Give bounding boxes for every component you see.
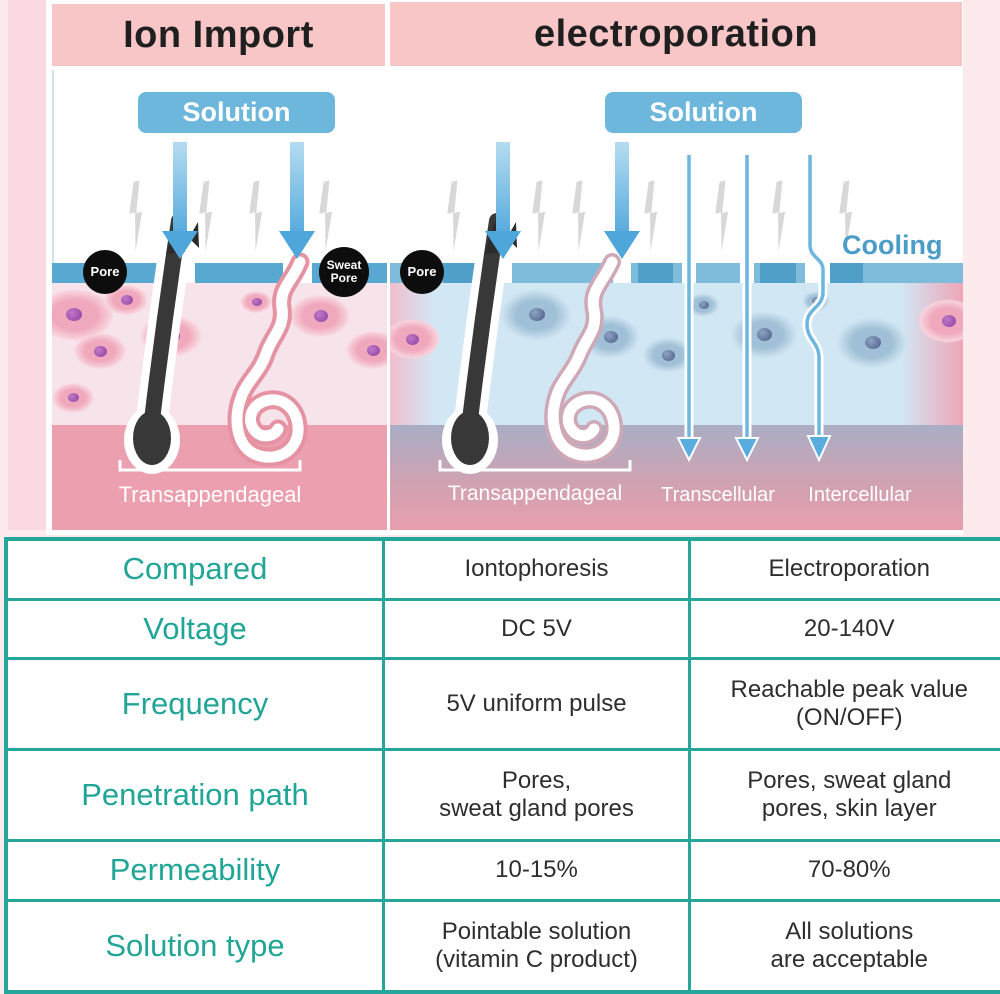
skin-cell [500,289,572,341]
skin-cell [52,383,94,413]
skin-diagram-graphics [390,142,963,474]
electroporation-cell: Pores, sweat gland pores, skin layer [688,748,1000,843]
solution-label: Solution [649,97,758,127]
transappendageal-label: Transappendageal [447,482,623,505]
iontophoresis-cell: 10-15% [382,839,691,902]
skin-cell [346,331,387,369]
transappendageal-bracket [118,460,302,472]
skin-cell [390,319,440,359]
skin-cell [836,317,908,369]
row-label: Permeability [4,839,385,902]
skin-cell [74,333,126,369]
skin-cell [240,291,272,313]
solution-arrow-icon [485,142,640,259]
skin-diagram-graphics [52,142,387,474]
hair-follicle [124,204,199,474]
row-label: Voltage [4,597,385,661]
solution-arrow-icon [162,142,315,259]
solution-badge-left: Solution [138,92,335,133]
row-label: Penetration path [4,748,385,843]
iontophoresis-cell: Pointable solution (vitamin C product) [382,898,691,994]
sweat-duct [544,253,624,465]
iontophoresis-cell: 5V uniform pulse [382,657,691,752]
header-ion-import: Ion Import [52,4,385,66]
epidermis-layer [52,283,387,425]
skin-cell [918,299,963,343]
sweat-pore-badge: Sweat Pore [319,247,369,297]
intercellular-label: Intercellular [808,484,912,506]
table-row: Voltage DC 5V 20-140V [4,597,1000,661]
cooling-label: Cooling [842,230,943,260]
skin-cell [52,289,114,341]
comparison-table: Compared Iontophoresis Electroporation V… [4,537,1000,994]
header-electroporation: electroporation [390,2,962,66]
electroporation-diagram: Solution [390,70,963,530]
hair-follicle [442,204,517,474]
left-pink-strip [8,0,46,530]
header-ion-import-label: Ion Import [123,13,314,56]
electroporation-cell: Reachable peak value (ON/OFF) [688,657,1000,752]
header-electroporation-label: electroporation [533,12,819,55]
table-row: Solution type Pointable solution (vitami… [4,898,1000,994]
skin-cell [290,295,350,337]
transcellular-path-arrow [676,155,760,463]
transappendageal-bracket [438,460,632,472]
pore-badge: Pore [83,250,127,294]
solution-badge-right: Solution [605,92,802,133]
skin-cell [104,285,148,315]
sweat-duct [227,252,310,467]
electroporation-cell: 20-140V [688,597,1000,661]
skin-cell [730,311,798,359]
electroporation-cell: All solutions are acceptable [688,898,1000,994]
transappendageal-label: Transappendageal [118,482,302,507]
transcellular-label: Transcellular [661,484,775,506]
solution-label: Solution [182,97,291,127]
iontophoresis-cell: Iontophoresis [382,537,691,601]
row-label: Frequency [4,657,385,752]
electroporation-cell: Electroporation [688,537,1000,601]
pore-badge: Pore [400,250,444,294]
iontophoresis-cell: Pores, sweat gland pores [382,748,691,843]
lightning-bolt-icon [447,180,853,252]
table-row: Penetration path Pores, sweat gland pore… [4,748,1000,843]
dermis-layer [52,425,387,530]
row-label: Solution type [4,898,385,994]
table-row: Permeability 10-15% 70-80% [4,839,1000,902]
iontophoresis-diagram: Solution [52,70,387,530]
electroporation-cell: 70-80% [688,839,1000,902]
table-row: Frequency 5V uniform pulse Reachable pea… [4,657,1000,752]
iontophoresis-cell: DC 5V [382,597,691,661]
lightning-bolt-icon [129,180,333,252]
row-label: Compared [4,537,385,601]
table-row: Compared Iontophoresis Electroporation [4,537,1000,601]
intercellular-path-arrow [802,155,832,463]
